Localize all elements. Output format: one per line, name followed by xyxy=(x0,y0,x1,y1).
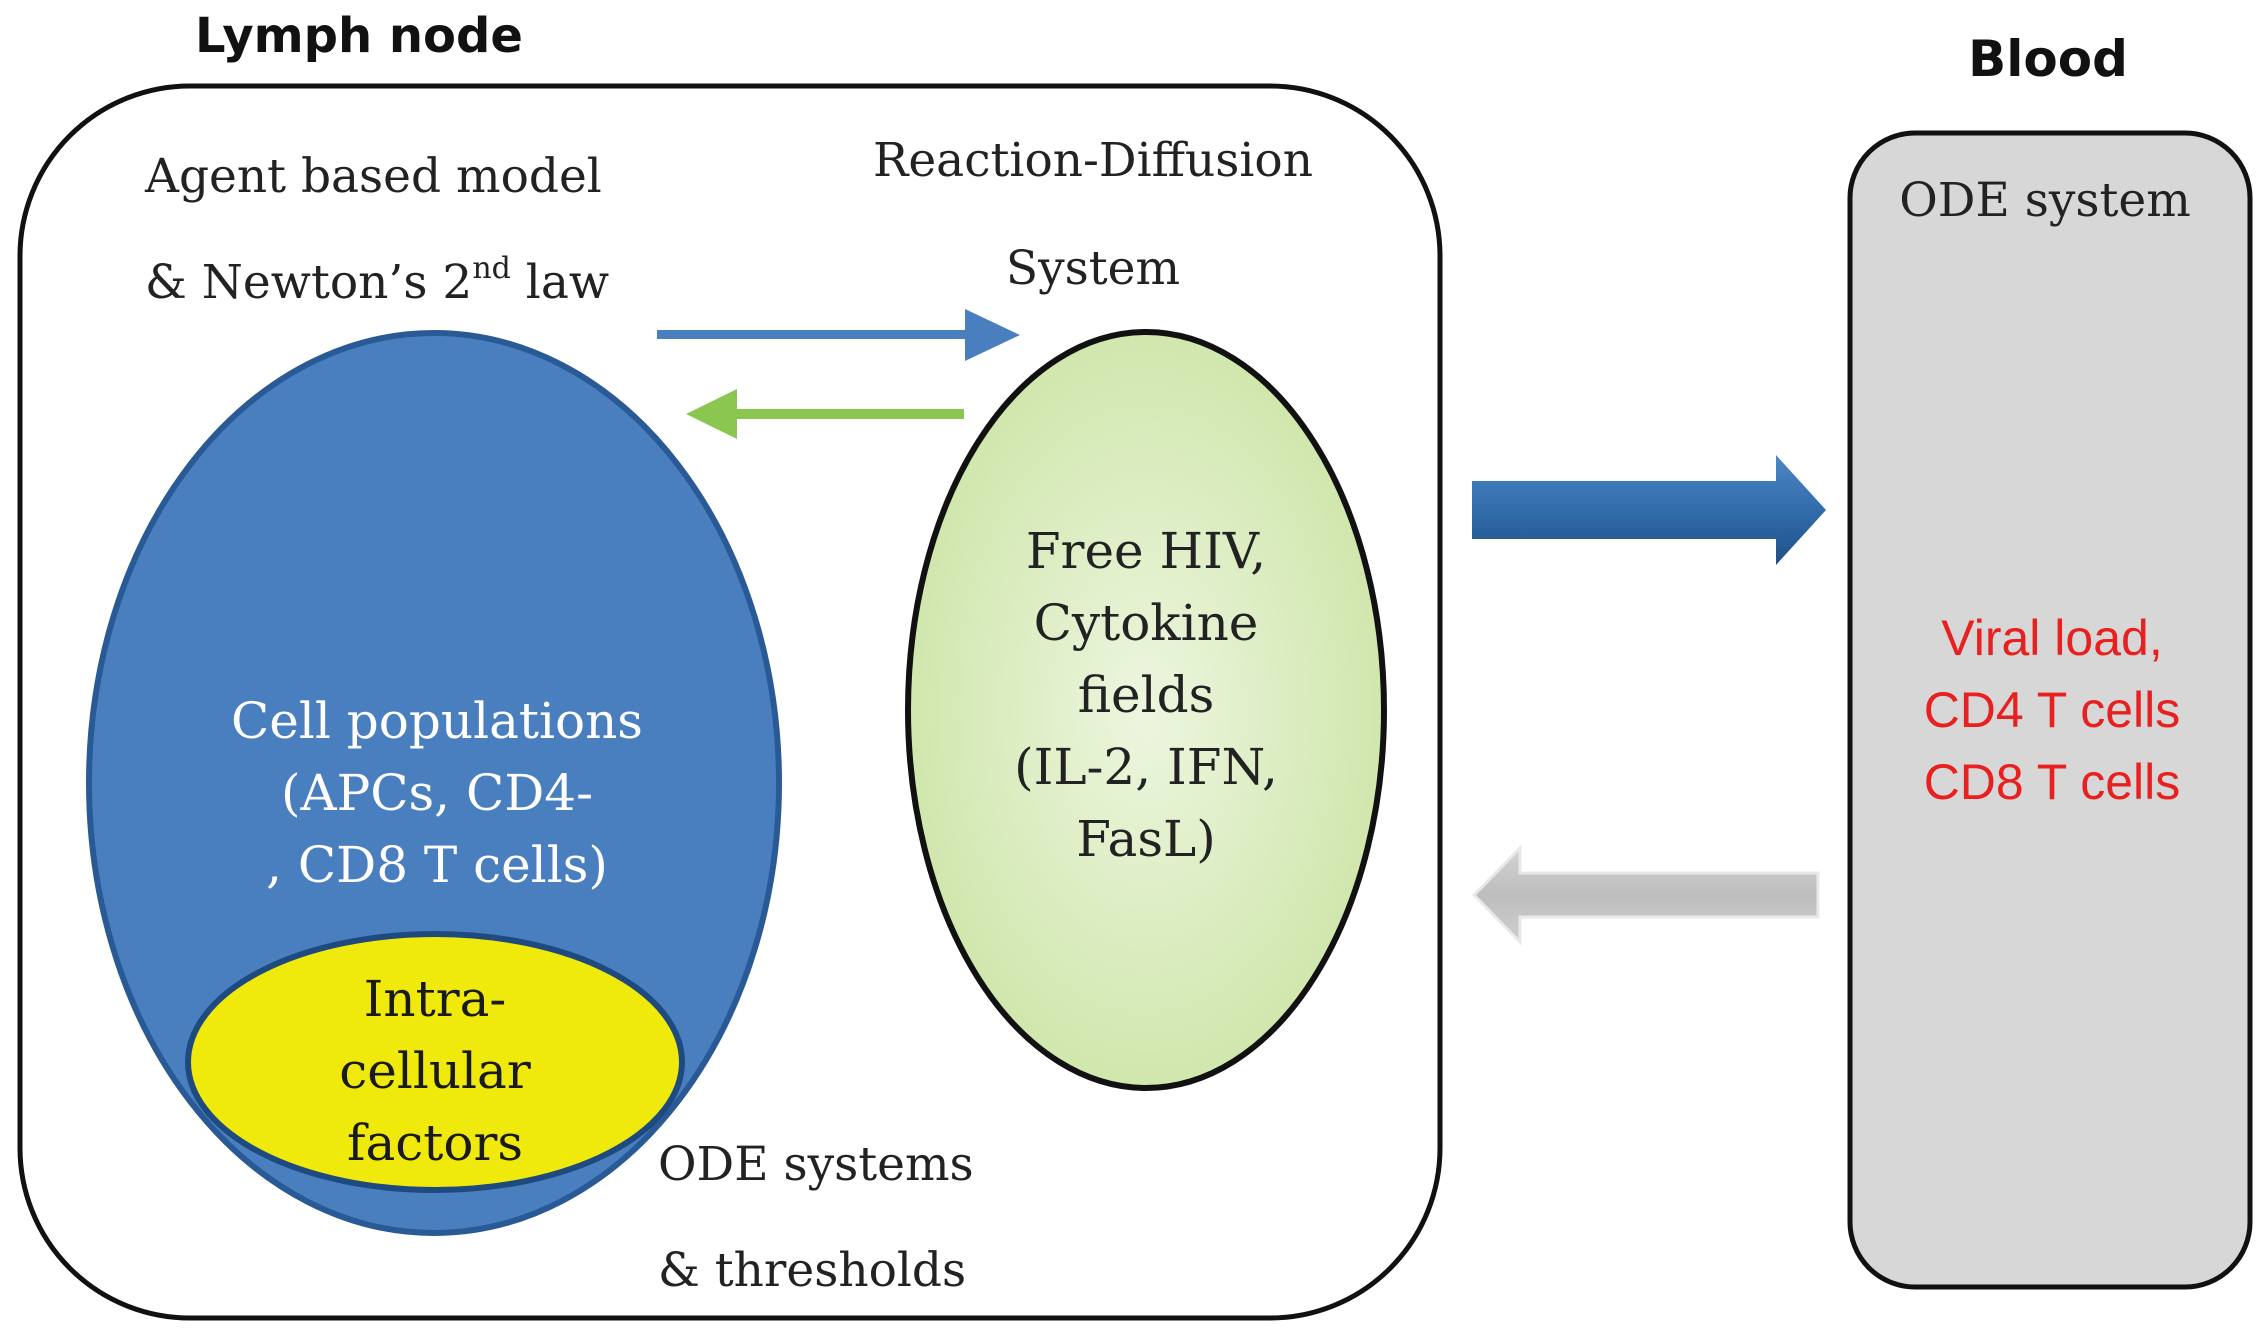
cell-pop-line2: (APCs, CD4- xyxy=(281,764,593,822)
intracellular-factors-ellipse xyxy=(185,931,685,1193)
blood-output-cd8: CD8 T cells xyxy=(1924,754,2181,810)
blood-title: Blood xyxy=(1968,30,2128,88)
arrow-lymph-to-blood xyxy=(1472,455,1826,565)
lymph-node-title: Lymph node xyxy=(195,8,523,64)
abm-label-line1: Agent based model xyxy=(144,149,602,204)
abm-label-line2: & Newton’s 2nd law xyxy=(145,251,609,310)
cell-pop-line3: , CD8 T cells) xyxy=(266,836,608,894)
arrow-blood-to-lymph xyxy=(1471,844,1820,946)
intra-line2: cellular xyxy=(339,1042,531,1100)
intra-line3: factors xyxy=(347,1114,523,1172)
blood-box xyxy=(1847,130,2253,1290)
rd-label-line1: Reaction-Diffusion xyxy=(873,133,1313,188)
rd-label-line2: System xyxy=(1006,241,1180,296)
free-hiv-line1: Free HIV, xyxy=(1026,522,1266,580)
ode-system-label: ODE system xyxy=(1899,173,2191,228)
free-hiv-line5: FasL) xyxy=(1076,810,1215,868)
free-hiv-line3: fields xyxy=(1078,666,1215,724)
intra-line1: Intra- xyxy=(364,970,507,1028)
arrow-abm-to-rd xyxy=(657,309,1020,361)
ode-systems-label-line1: ODE systems xyxy=(658,1137,974,1192)
blood-output-cd4: CD4 T cells xyxy=(1924,682,2181,738)
arrow-rd-to-abm xyxy=(686,389,964,439)
blood-output-viral-load: Viral load, xyxy=(1941,610,2162,666)
cell-pop-line1: Cell populations xyxy=(231,692,643,750)
ode-systems-label-line2: & thresholds xyxy=(658,1243,966,1298)
free-hiv-line2: Cytokine xyxy=(1034,594,1259,652)
free-hiv-ellipse xyxy=(905,329,1387,1091)
free-hiv-line4: (IL-2, IFN, xyxy=(1014,738,1278,796)
